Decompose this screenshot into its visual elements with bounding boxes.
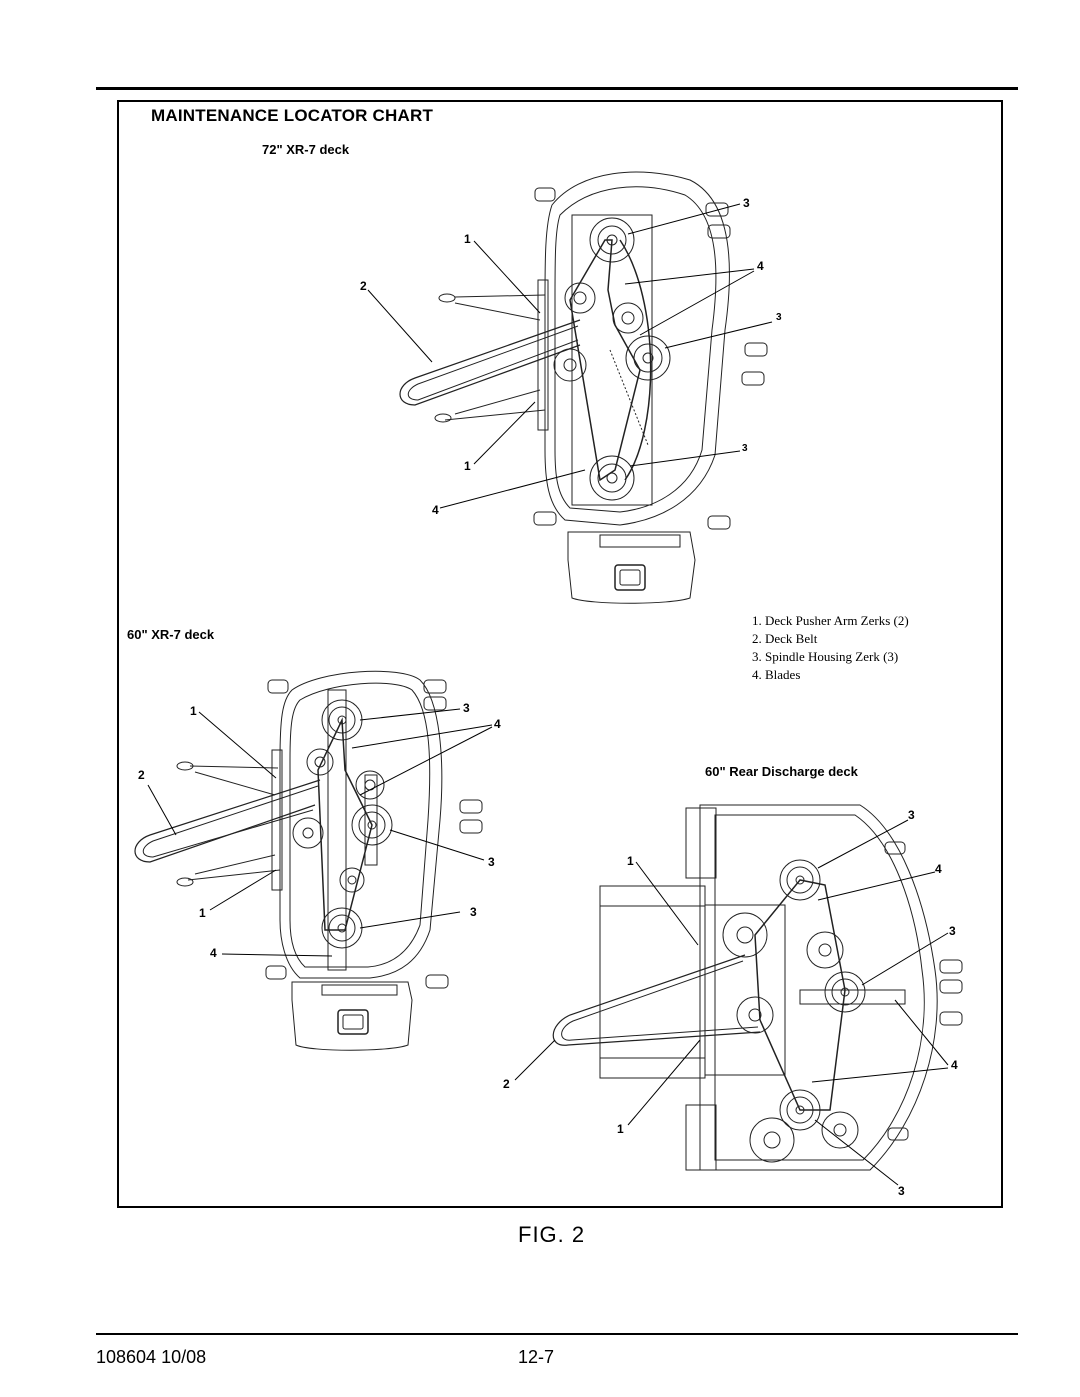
callout-number: 1 [199, 906, 206, 920]
rear-discharge-illustration [514, 804, 963, 1186]
callout-number: 3 [470, 905, 477, 919]
rear-discharge-title: 60" Rear Discharge deck [705, 764, 858, 779]
top-rule [96, 87, 1018, 90]
deck-72-illustration [367, 171, 773, 604]
callout-number: 3 [463, 701, 470, 715]
footer-doc-number: 108604 10/08 [96, 1347, 207, 1367]
legend-item: 4. Blades [752, 667, 801, 682]
callout-number: 1 [464, 459, 471, 473]
legend-list: 1. Deck Pusher Arm Zerks (2) 2. Deck Bel… [752, 612, 909, 684]
callout-number: 1 [464, 232, 471, 246]
callout-number: 3 [908, 808, 915, 822]
callout-number: 2 [360, 279, 367, 293]
callout-number: 1 [617, 1122, 624, 1136]
callout-number: 2 [503, 1077, 510, 1091]
deck-60-title: 60" XR-7 deck [127, 627, 215, 642]
callout-number: 4 [935, 862, 942, 876]
callout-number: 3 [776, 312, 782, 323]
bottom-rule [96, 1333, 1018, 1335]
callout-number: 4 [951, 1058, 958, 1072]
figure-label: FIG. 2 [518, 1222, 586, 1247]
deck-60-illustration [134, 670, 493, 1051]
callout-number: 3 [742, 443, 748, 454]
callout-number: 3 [743, 196, 750, 210]
chart-frame [117, 100, 1003, 1208]
callout-number: 3 [949, 924, 956, 938]
footer-page-number: 12-7 [518, 1347, 555, 1367]
callout-number: 4 [494, 717, 501, 731]
page-title: MAINTENANCE LOCATOR CHART [151, 106, 434, 125]
deck-72-title: 72" XR-7 deck [262, 142, 350, 157]
callout-number: 4 [210, 946, 217, 960]
legend-item: 2. Deck Belt [752, 631, 818, 646]
legend-item: 3. Spindle Housing Zerk (3) [752, 649, 899, 664]
callout-number: 3 [488, 855, 495, 869]
legend-item: 1. Deck Pusher Arm Zerks (2) [752, 613, 909, 628]
callout-number: 1 [627, 854, 634, 868]
callout-number: 1 [190, 704, 197, 718]
callout-number: 4 [757, 259, 764, 273]
callout-number: 2 [138, 768, 145, 782]
callout-number: 4 [432, 503, 439, 517]
callout-number: 3 [898, 1184, 905, 1198]
